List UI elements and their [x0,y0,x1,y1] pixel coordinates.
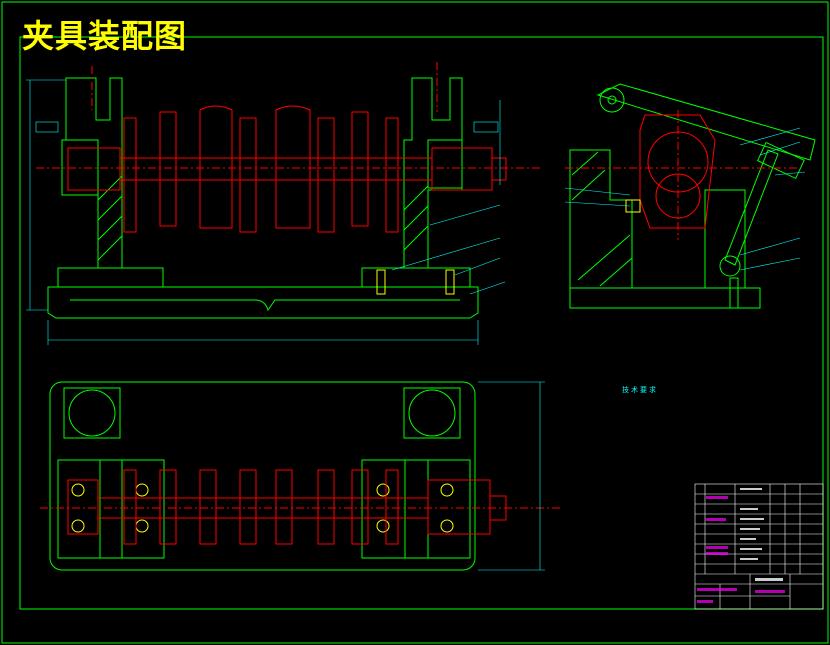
side-right-support [704,189,746,289]
top-clamp-left [57,459,165,559]
top-locator-left [68,389,116,437]
crank-web-3 [199,105,233,229]
front-view [26,62,540,345]
crank-web-4 [239,117,257,233]
title-block-text-marks [740,488,783,581]
shaft-end-left [67,147,121,191]
side-view [564,83,816,309]
right-upright-hatch [403,225,429,251]
top-clamp-right [361,459,471,559]
bolt-right [445,269,455,295]
left-upright [65,77,123,269]
side-leaders [564,127,806,271]
side-left-support [569,149,633,289]
top-locator-left-box [63,387,121,439]
inner-frame [19,36,824,610]
crank-web-5 [275,105,311,229]
side-clamp-pin [729,277,739,309]
right-clamp-block [427,139,463,189]
right-upright [403,77,463,269]
top-locator-right-box [403,387,461,439]
crank-web-7 [351,111,369,227]
drawing-title: 夹具装配图 [22,17,188,55]
crankshaft-front [36,62,540,233]
base-plate-slot [70,299,460,312]
left-upright-hatch [97,195,123,221]
base-top-left [57,267,164,288]
clamp-link [724,149,779,266]
right-upright-hatch [403,205,429,231]
tech-requirements-title: 技术要求 [622,386,658,394]
crank-web-2 [159,111,177,227]
crank-web-1 [123,117,137,233]
title-block-highlights [697,496,785,603]
side-base [569,287,761,309]
right-upright-hatch [403,185,429,211]
side-support-hatch [571,151,599,176]
lever-pivot-inner [607,95,617,105]
base-plate [47,286,479,319]
crankshaft-top [40,469,560,545]
left-upright-hatch [97,175,123,201]
top-view [40,381,560,571]
bolt-left [376,269,386,295]
link-pivot [719,255,741,277]
crank-web-6 [317,117,335,233]
side-support-hatch [571,169,606,201]
left-upright-hatch [97,235,123,261]
link-nut [756,141,805,180]
crank-web-8 [385,117,399,233]
top-dimensions [478,381,545,571]
side-support-hatch [599,257,633,287]
top-locator-right [408,389,456,437]
clamp-lever [596,83,816,161]
lever-pivot [599,87,625,113]
front-dimensions [26,79,501,345]
title-block [694,483,824,610]
top-base-plate [49,381,476,571]
side-support-hatch [577,234,631,281]
left-upright-hatch [97,215,123,241]
front-leaders [391,204,506,295]
left-clamp-block [61,139,99,196]
shaft-stub [491,157,507,181]
